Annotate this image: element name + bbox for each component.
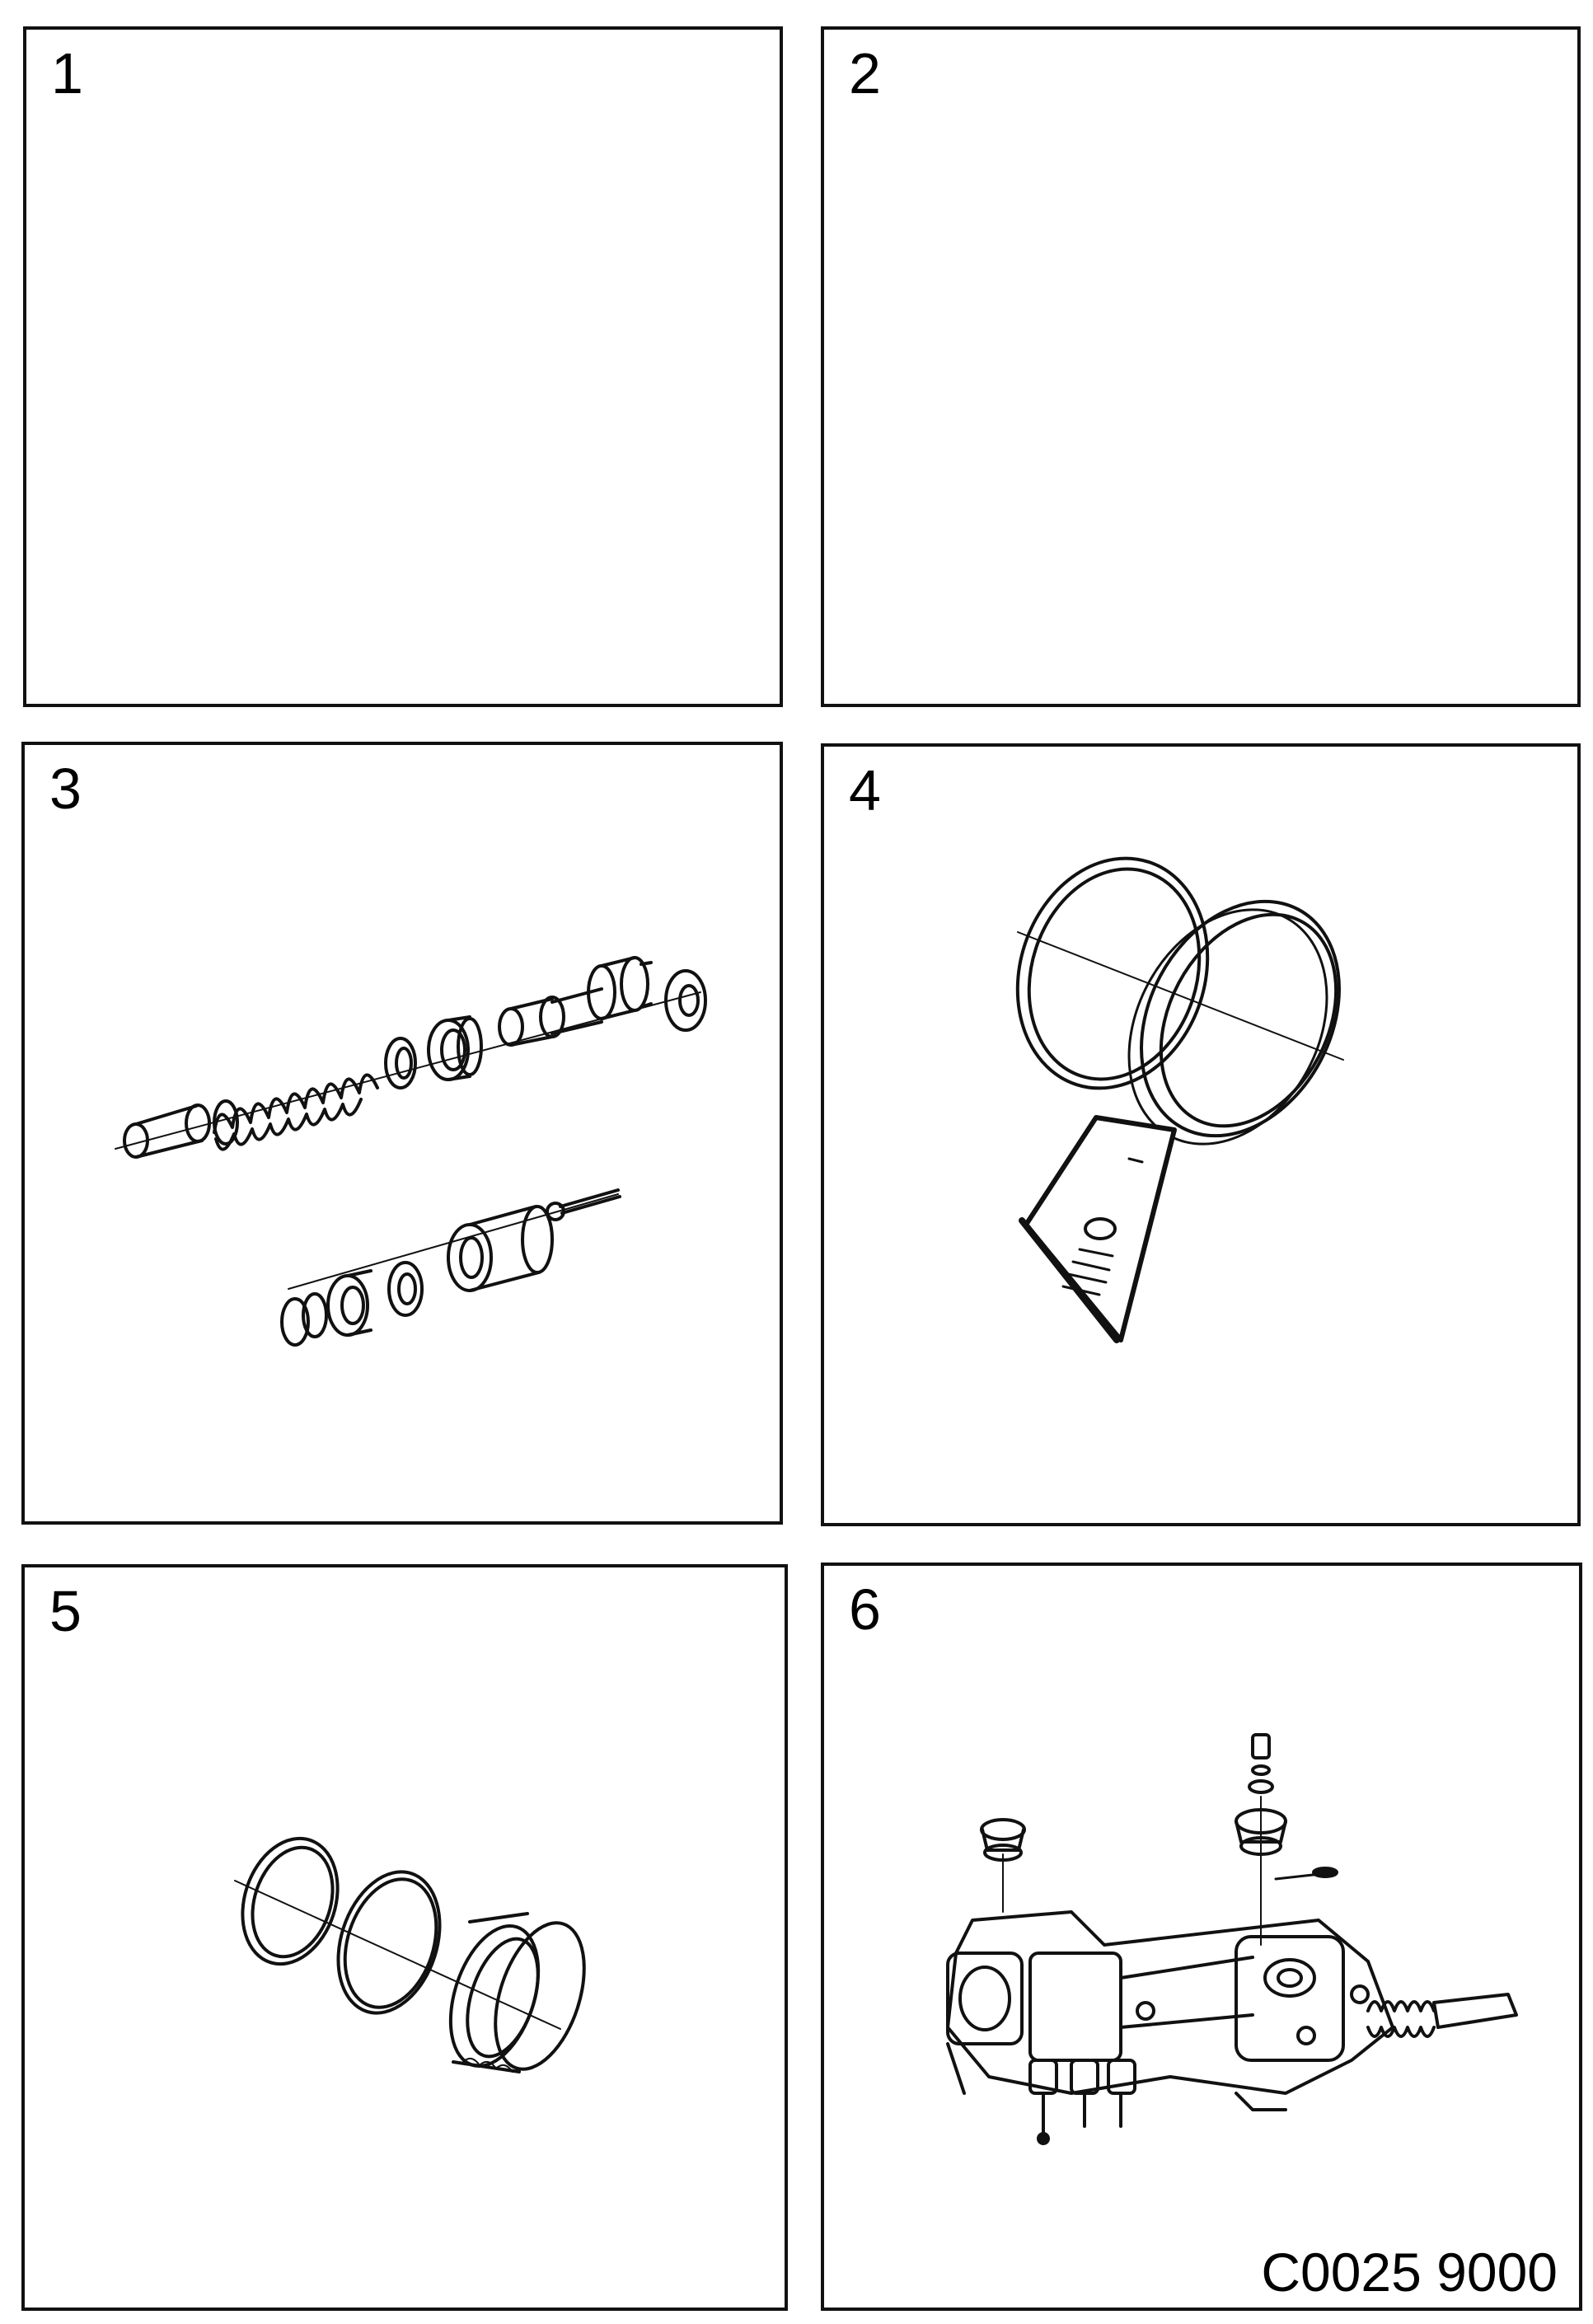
panel-4: 4 [821,743,1581,1526]
push-rod-part [546,1188,621,1221]
spring-part [213,1073,379,1151]
seal-kit-illustration [1015,856,1344,1343]
panel-number: 1 [51,41,83,105]
bushing-part [448,1912,586,2073]
o-ring-part [1015,856,1210,1090]
seal-ring-part [1127,899,1341,1146]
panel-number: 4 [849,758,881,822]
seal-ring-part [427,1015,483,1081]
piston-part [447,1205,554,1292]
panel-number: 3 [49,757,82,821]
valve-parts-illustration [115,956,707,1347]
steering-gear-illustration [946,1733,1518,2145]
gear-housing-part [946,1910,1518,2145]
bushing-kit-illustration [234,1836,586,2073]
retaining-clip-part [280,1292,328,1347]
snap-ring-part [384,1037,417,1089]
panel-number: 5 [49,1579,82,1643]
valve-spool-part [498,956,653,1047]
panel-number: 2 [849,41,881,105]
bolt-part [1248,1733,1274,1794]
panel-3: 3 [21,742,783,1525]
panel-number: 6 [849,1577,881,1642]
grease-sachet-part [1019,1115,1177,1343]
panel-1: 1 [23,26,783,707]
o-ring-part [336,1870,442,2015]
ring-part [387,1261,424,1317]
reference-code: C0025 9000 [1261,2242,1558,2303]
panel-6: 6 [821,1563,1582,2311]
washer-part [664,969,707,1032]
sleeve-part [123,1103,211,1159]
panel-5: 5 [21,1564,788,2311]
snap-ring-part [241,1836,340,1966]
lower-seal-part [326,1269,372,1337]
panel-2: 2 [821,26,1581,707]
